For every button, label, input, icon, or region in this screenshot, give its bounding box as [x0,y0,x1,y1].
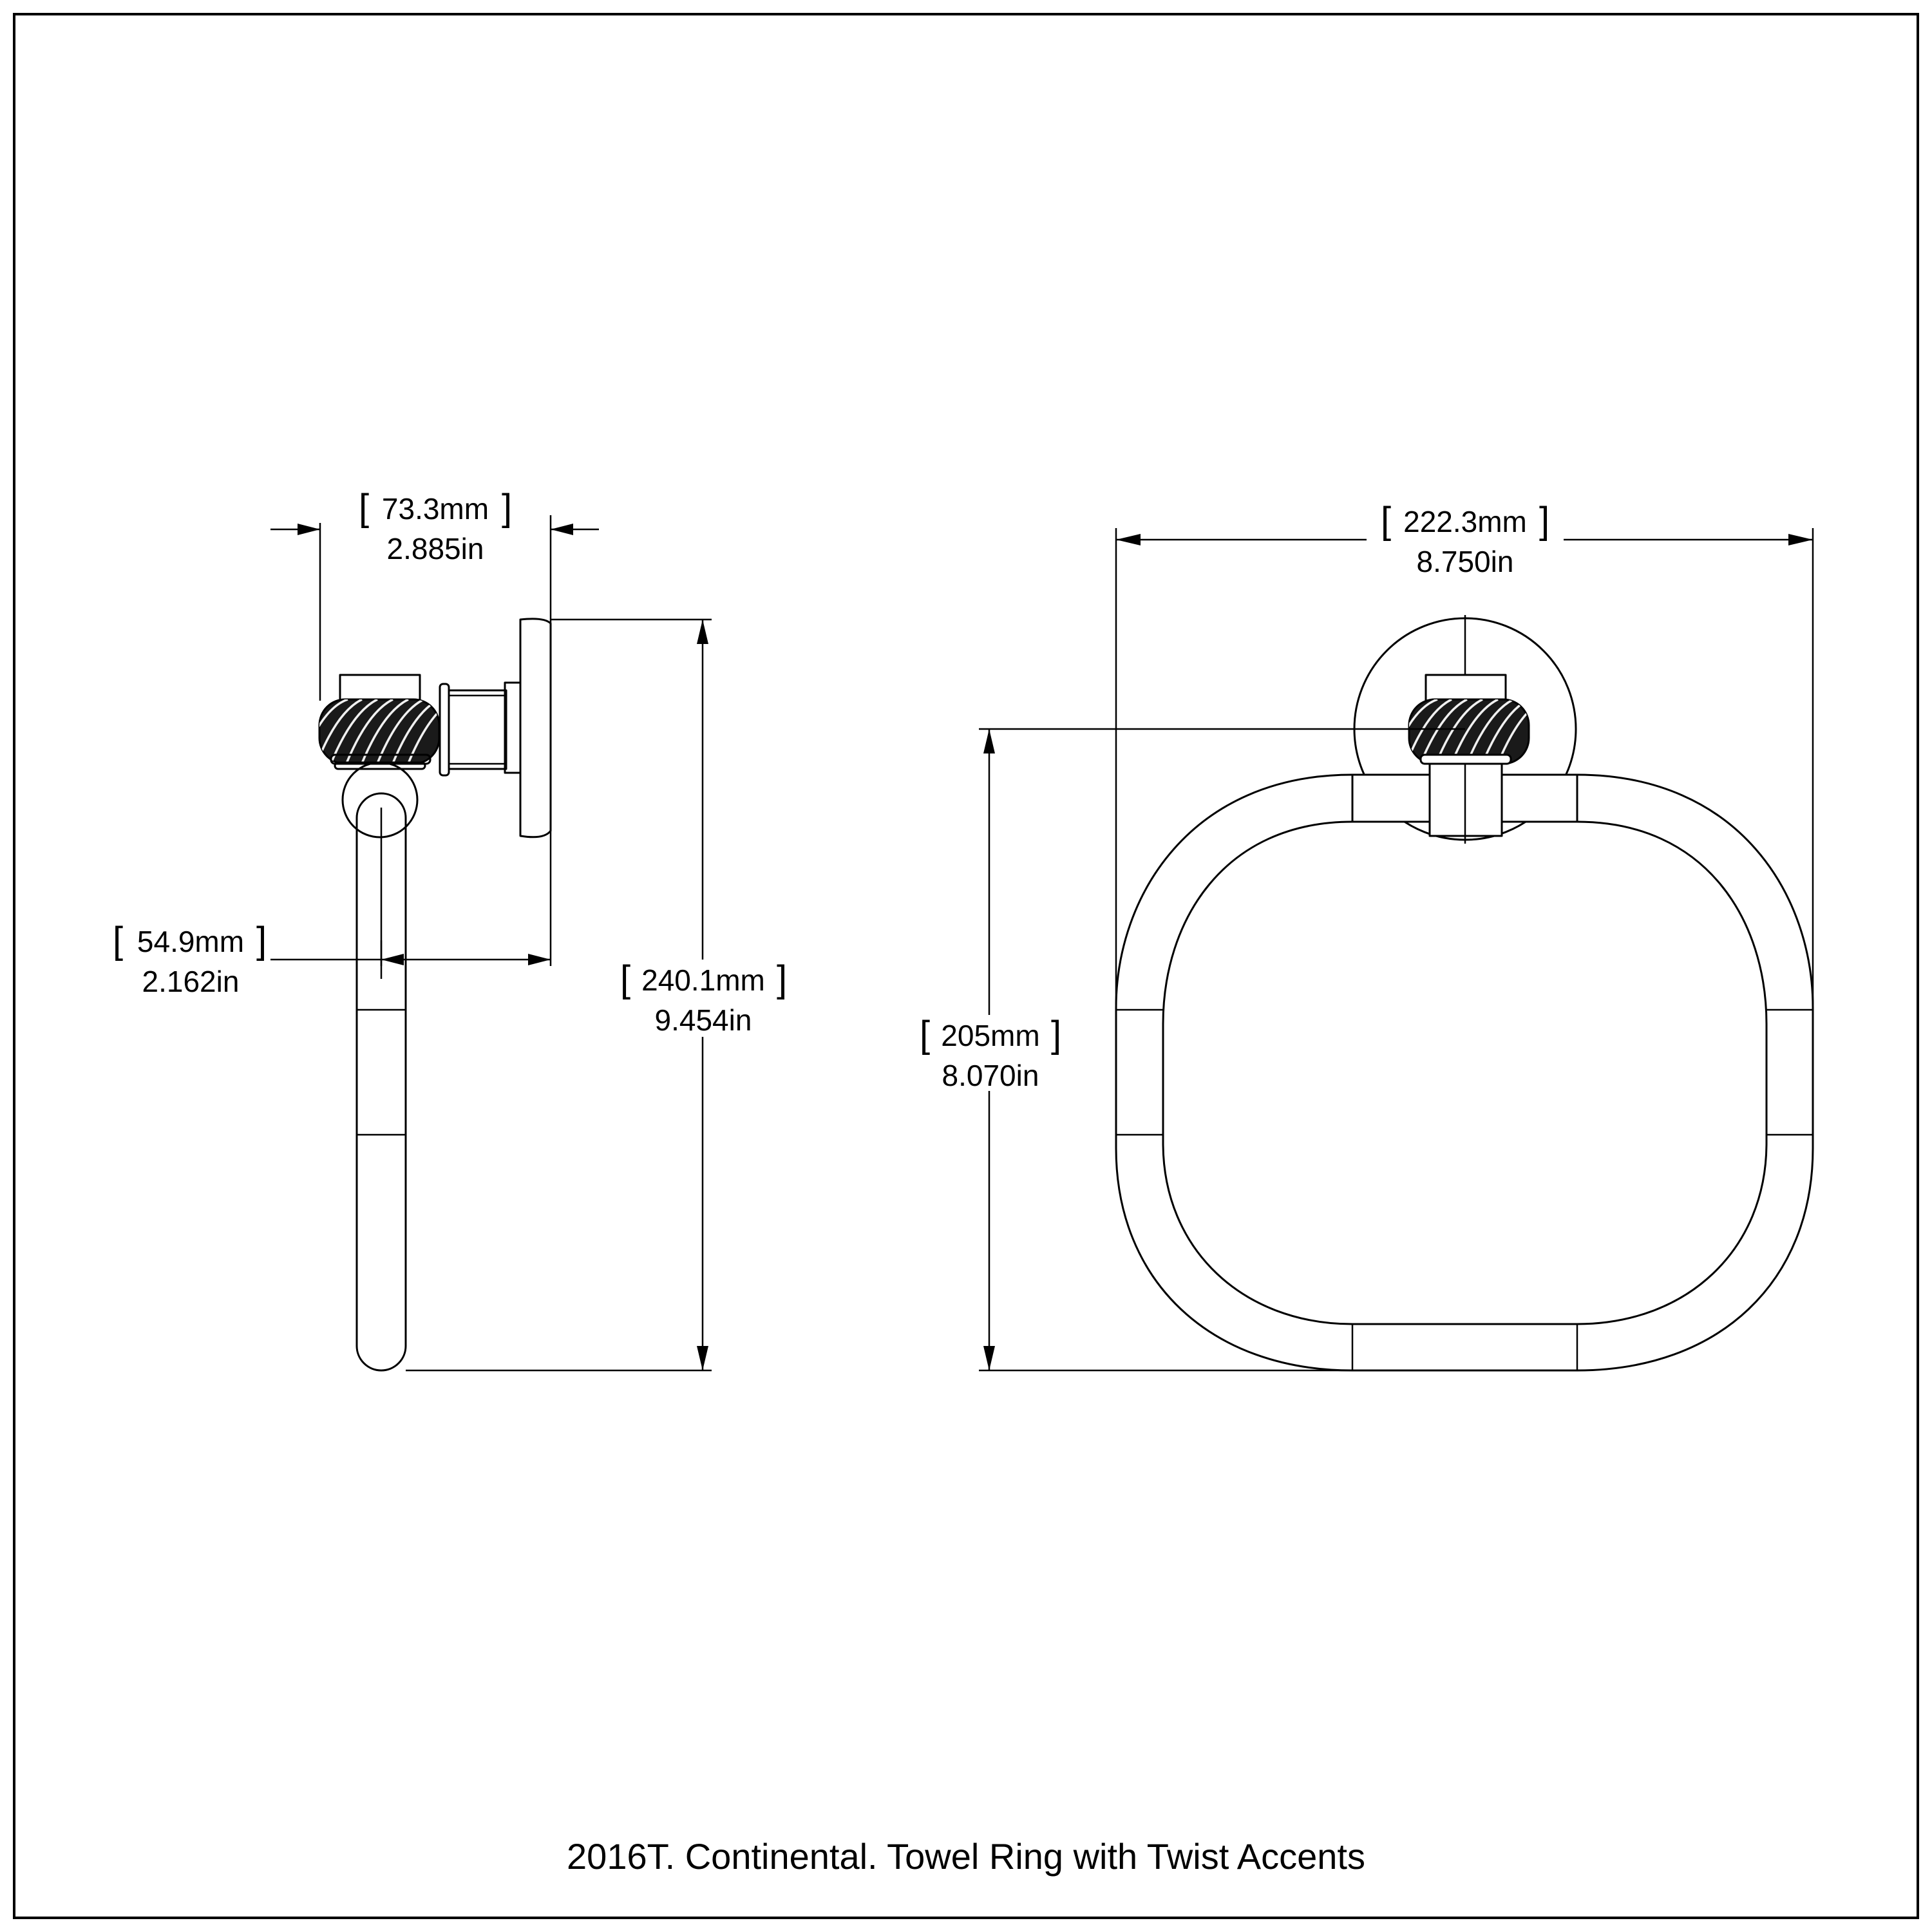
svg-text:]: ] [777,958,787,1000]
label-front-width: [ ] 222.3mm 8.750in [1381,500,1549,578]
label-front-height: [ ] 205mm 8.070in [920,1014,1061,1092]
side-hanger-ring [341,761,419,838]
svg-text:]: ] [1539,500,1549,542]
side-dimensions [270,515,712,1372]
front-dimensions [979,528,1814,1372]
svg-text:[: [ [920,1014,930,1056]
side-projection-in: 2.162in [142,965,240,998]
svg-text:]: ] [1051,1014,1061,1056]
front-height-mm: 205mm [941,1019,1039,1052]
svg-text:[: [ [359,487,369,529]
side-post-flange [504,681,522,774]
front-height-in: 8.070in [942,1059,1039,1092]
front-width-mm: 222.3mm [1403,505,1527,538]
front-view [1115,615,1814,1372]
side-top-cap [339,674,421,702]
svg-text:]: ] [502,487,512,529]
side-depth-in: 2.885in [387,532,484,565]
label-side-height: [ ] 240.1mm 9.454in [620,958,787,1037]
front-top-cap [1425,674,1507,702]
side-ring-bar [355,792,407,1372]
side-twist-collar [318,698,440,765]
side-wall-plate [519,618,552,838]
page-border [13,13,1919,1919]
label-side-projection: [ ] 54.9mm 2.162in [113,920,267,998]
side-height-mm: 240.1mm [641,963,765,997]
svg-text:[: [ [113,920,123,961]
svg-text:[: [ [1381,500,1391,542]
label-side-depth: [ ] 73.3mm 2.885in [359,487,512,565]
side-height-in: 9.454in [655,1003,752,1037]
svg-text:]: ] [256,920,267,961]
front-ring-outer [1115,773,1814,1372]
side-depth-mm: 73.3mm [382,492,489,526]
svg-text:[: [ [620,958,630,1000]
front-width-in: 8.750in [1417,545,1514,578]
side-view [318,618,552,1372]
drawing-caption: 2016T. Continental. Towel Ring with Twis… [567,1836,1365,1877]
side-post [448,689,507,770]
front-ring-inner [1162,820,1768,1325]
side-projection-mm: 54.9mm [137,925,244,958]
